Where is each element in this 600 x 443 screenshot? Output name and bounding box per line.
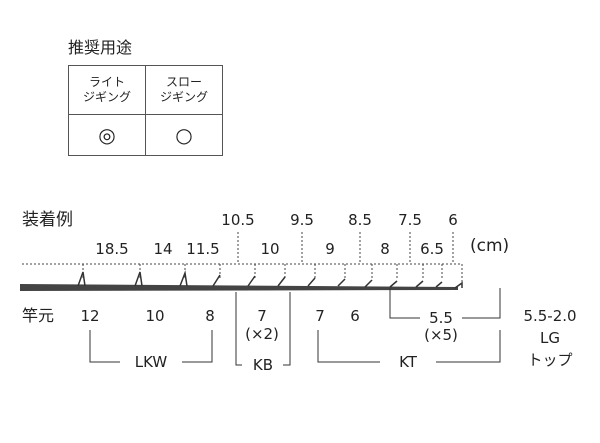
light-jigging-header: ライトジギング: [68, 65, 146, 115]
top-guide-name: トップ: [527, 351, 573, 369]
example-title: 装着例: [22, 210, 73, 230]
guide-count: (×5): [424, 326, 458, 344]
unit-label: (cm): [470, 236, 510, 256]
lower-spacing: 6.5: [420, 240, 444, 258]
lower-spacing: 11.5: [186, 240, 220, 258]
guide-size: 7: [257, 307, 267, 325]
guide-size: 5.5: [429, 309, 453, 327]
usage-table: ライトジギング スロージギング ◎ ○: [68, 65, 223, 156]
upper-spacing: 6: [448, 211, 458, 229]
upper-spacing: 8.5: [348, 211, 372, 229]
top-guide-type: LG: [540, 329, 560, 347]
group-kb: KB: [252, 356, 274, 374]
lower-spacing: 18.5: [95, 240, 129, 258]
upper-spacing: 10.5: [221, 211, 255, 229]
guide-size: 12: [80, 307, 100, 325]
guide-count: (×2): [245, 325, 279, 343]
guide-size: 7: [315, 307, 325, 325]
butt-label: 竿元: [22, 306, 55, 325]
slow-jigging-rating: ○: [145, 114, 223, 156]
guide-size: 6: [350, 307, 360, 325]
group-kt: KT: [399, 353, 417, 371]
lower-spacing: 14: [153, 240, 173, 258]
upper-spacing: 7.5: [398, 211, 422, 229]
lower-spacing: 8: [380, 240, 390, 258]
top-guide-size: 5.5-2.0: [523, 307, 577, 325]
upper-spacing: 9.5: [290, 211, 314, 229]
group-lkw: LKW: [134, 353, 168, 371]
guide-size: 8: [205, 307, 215, 325]
lower-spacing: 9: [325, 240, 335, 258]
guide-size: 10: [145, 307, 165, 325]
usage-title: 推奨用途: [68, 38, 133, 57]
lower-spacing: 10: [260, 240, 280, 258]
